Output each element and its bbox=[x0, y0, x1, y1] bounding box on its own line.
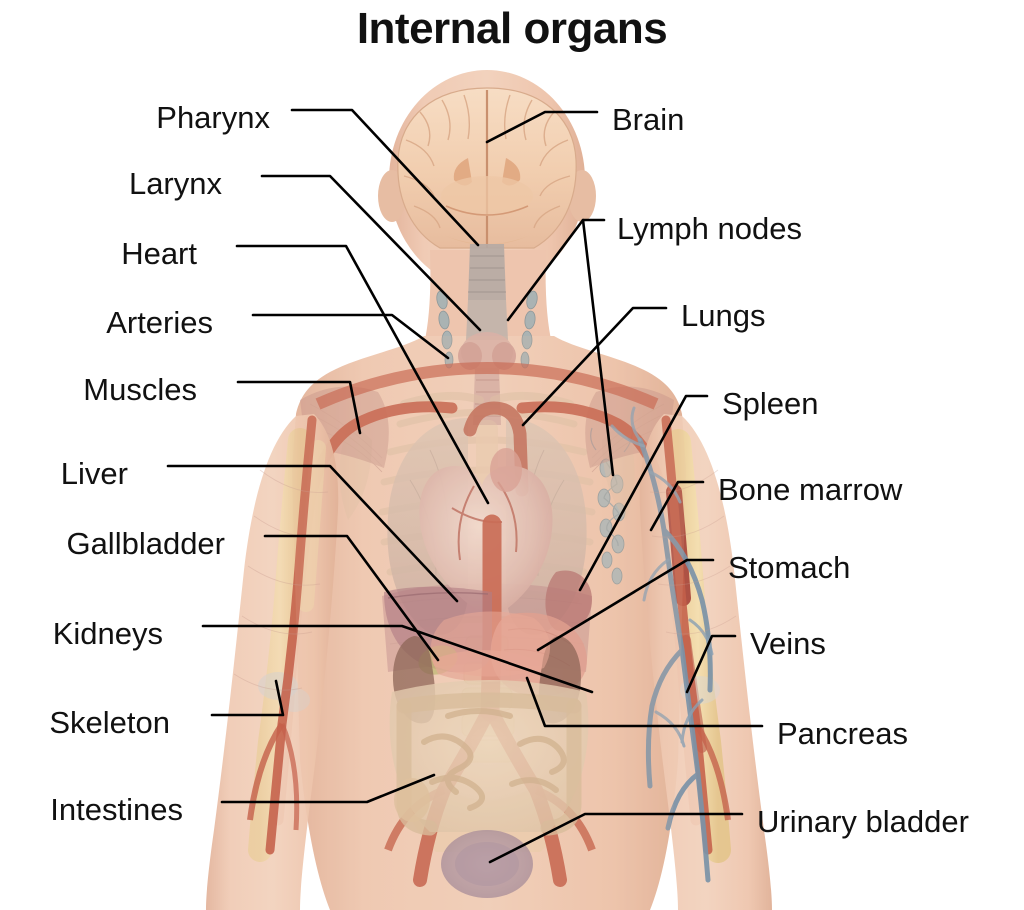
label-veins: Veins bbox=[750, 626, 826, 661]
label-pancreas: Pancreas bbox=[777, 716, 908, 751]
label-intestines: Intestines bbox=[50, 792, 183, 827]
label-stomach: Stomach bbox=[728, 550, 851, 585]
label-bone-marrow: Bone marrow bbox=[718, 472, 903, 507]
label-kidneys: Kidneys bbox=[52, 616, 163, 651]
label-pharynx: Pharynx bbox=[156, 100, 270, 135]
label-urinary-bladder: Urinary bladder bbox=[757, 804, 969, 839]
label-lungs: Lungs bbox=[681, 298, 766, 333]
label-muscles: Muscles bbox=[83, 372, 197, 407]
skin-overlay bbox=[292, 336, 686, 910]
page-title: Internal organs bbox=[356, 4, 668, 53]
label-spleen: Spleen bbox=[722, 386, 819, 421]
label-liver: Liver bbox=[60, 456, 128, 491]
label-gallbladder: Gallbladder bbox=[66, 526, 225, 561]
label-larynx: Larynx bbox=[128, 166, 222, 201]
label-skeleton: Skeleton bbox=[49, 705, 170, 740]
label-arteries: Arteries bbox=[106, 305, 213, 340]
label-heart: Heart bbox=[121, 236, 197, 271]
brain-organ bbox=[397, 87, 577, 249]
label-lymph-nodes: Lymph nodes bbox=[617, 211, 802, 246]
label-brain: Brain bbox=[612, 102, 685, 137]
